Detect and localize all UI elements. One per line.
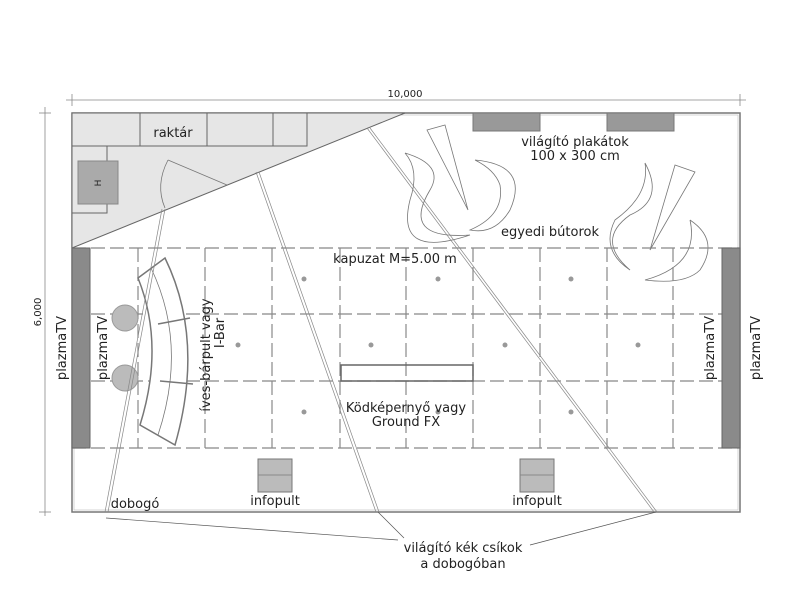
- plasma-tv-left: [71, 247, 91, 449]
- custom-furniture-1: [404, 124, 516, 243]
- bar-label-2: I-Bar: [213, 317, 228, 348]
- furniture-label: egyedi bútorok: [501, 225, 599, 240]
- info-desk-label-1: infopult: [250, 494, 300, 509]
- plasma-tv-label-outer-left: plazmaTV: [55, 316, 70, 380]
- stripes-label-2: a dobogóban: [420, 557, 505, 572]
- plasma-tv-label-inner-left: plazmaTV: [96, 316, 111, 380]
- storage-label: raktár: [153, 126, 193, 141]
- width-dimension: 10,000: [66, 89, 746, 106]
- poster-1: [472, 112, 541, 132]
- plasma-tv-right: [721, 247, 741, 449]
- light-stripes: [104, 127, 658, 513]
- storage-door: [160, 159, 228, 209]
- info-desk-1: [257, 458, 293, 493]
- plasma-tv-label-outer-right: plazmaTV: [749, 316, 764, 380]
- storage-unit-label: H: [94, 180, 104, 187]
- stage-label: dobogó: [111, 497, 160, 512]
- info-desk-2: [519, 458, 555, 493]
- curved-bar: [137, 256, 194, 447]
- bar-stool-1: [111, 304, 139, 332]
- plasma-tv-label-inner-right: plazmaTV: [703, 316, 718, 380]
- posters-label-2: 100 x 300 cm: [530, 149, 620, 164]
- storage-unit: [77, 160, 119, 205]
- height-dimension: 6,000: [33, 107, 51, 516]
- poster-2: [606, 112, 675, 132]
- fog-screen: [340, 364, 474, 382]
- bar-label-1: íves-bárpult vagy: [199, 298, 214, 412]
- info-desk-label-2: infopult: [512, 494, 562, 509]
- bar-stool-2: [111, 364, 139, 392]
- stripes-callout-lines: [105, 511, 657, 546]
- gate-label: kapuzat M=5.00 m: [333, 252, 457, 267]
- custom-furniture-2: [609, 162, 709, 282]
- storage-shelves: [71, 112, 308, 214]
- fog-label-1: Ködképernyő vagy: [346, 401, 466, 416]
- posters-label-1: világító plakátok: [521, 135, 629, 150]
- width-label: 10,000: [388, 89, 423, 100]
- fog-label-2: Ground FX: [372, 415, 440, 430]
- height-label: 6,000: [33, 298, 44, 327]
- stripes-label-1: világító kék csíkok: [404, 541, 523, 556]
